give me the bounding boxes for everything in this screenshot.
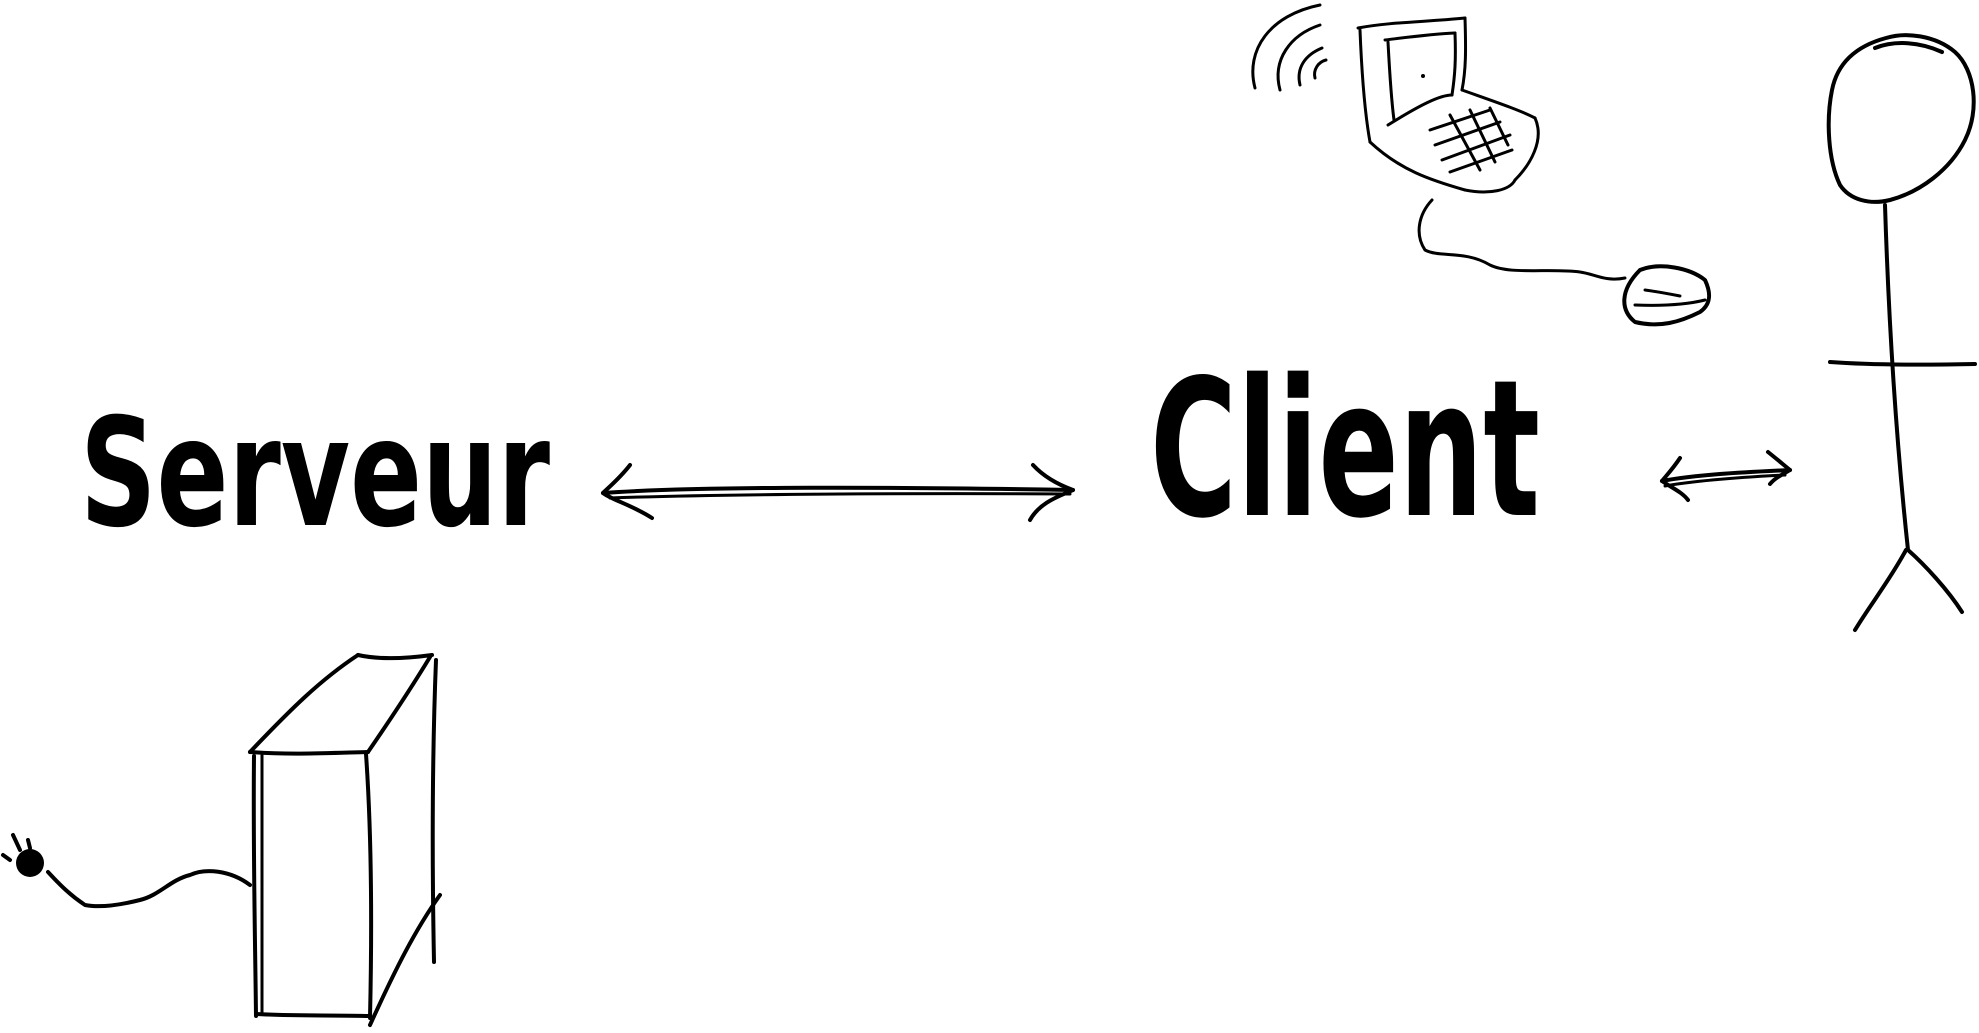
wifi-icon	[1251, 3, 1328, 92]
plug-head	[16, 849, 44, 877]
server-label: Serveur	[80, 387, 550, 561]
arrowhead-right	[1766, 450, 1792, 486]
arrowhead-left	[1660, 456, 1690, 502]
power-plug-icon	[1, 833, 252, 909]
server-client-arrow	[601, 463, 1075, 522]
arrowhead-left	[601, 463, 654, 520]
mouse-icon	[1417, 198, 1712, 327]
arrowhead-right	[1028, 463, 1075, 522]
server-tower-icon	[248, 653, 442, 1027]
client-label: Client	[1150, 339, 1540, 560]
stick-figure-user-icon	[1826, 33, 1977, 632]
client-user-arrow	[1660, 450, 1792, 502]
laptop-icon	[1356, 16, 1540, 194]
